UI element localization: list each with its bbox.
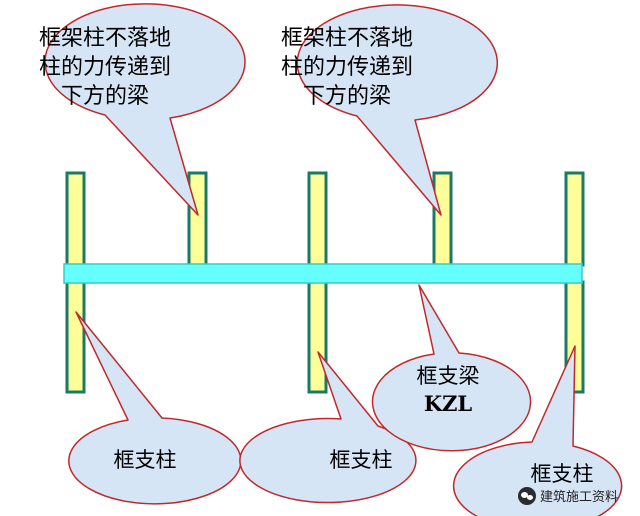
upper-column bbox=[187, 171, 208, 267]
callout-bubble-support-column-middle bbox=[239, 351, 417, 504]
callout-bubble-support-column-right bbox=[452, 345, 623, 516]
support-column bbox=[65, 280, 86, 394]
callout-bubble-top-left bbox=[44, 3, 246, 216]
callout-bubble-top-right bbox=[296, 4, 499, 216]
callout-label-code: KZL bbox=[423, 391, 473, 416]
callout-text-support-beam: 框支梁 KZL bbox=[398, 362, 498, 418]
watermark: 建筑施工资料 bbox=[518, 486, 618, 505]
upper-column bbox=[432, 171, 453, 267]
upper-column bbox=[307, 171, 328, 267]
callout-line: 柱的力传递到 bbox=[280, 55, 413, 80]
callout-text-top-left: 框架柱不落地 柱的力传递到 下方的梁 bbox=[30, 24, 180, 111]
callout-text-top-right: 框架柱不落地 柱的力传递到 下方的梁 bbox=[272, 24, 422, 111]
upper-column bbox=[65, 171, 86, 267]
callout-label: 框支柱 bbox=[113, 448, 177, 472]
callout-line: 下方的梁 bbox=[302, 84, 391, 109]
callout-text-support-column-left: 框支柱 bbox=[90, 446, 200, 474]
callout-label: 框支柱 bbox=[530, 462, 594, 486]
callout-label: 框支柱 bbox=[329, 448, 393, 472]
callout-line: 框架柱不落地 bbox=[280, 26, 413, 51]
callout-label: 框支梁 bbox=[416, 364, 480, 388]
callout-bubble-support-column-left bbox=[68, 311, 242, 505]
support-column bbox=[307, 280, 328, 394]
wechat-icon bbox=[518, 486, 536, 505]
watermark-text: 建筑施工资料 bbox=[540, 490, 619, 505]
callout-line: 柱的力传递到 bbox=[38, 55, 171, 80]
callout-bubble-support-beam bbox=[371, 284, 532, 452]
upper-column bbox=[564, 171, 585, 267]
callout-line: 框架柱不落地 bbox=[38, 26, 171, 51]
support-beam bbox=[63, 263, 583, 284]
callout-text-support-column-right: 框支柱 bbox=[512, 460, 612, 488]
callout-text-support-column-middle: 框支柱 bbox=[306, 446, 416, 474]
callout-line: 下方的梁 bbox=[60, 84, 149, 109]
